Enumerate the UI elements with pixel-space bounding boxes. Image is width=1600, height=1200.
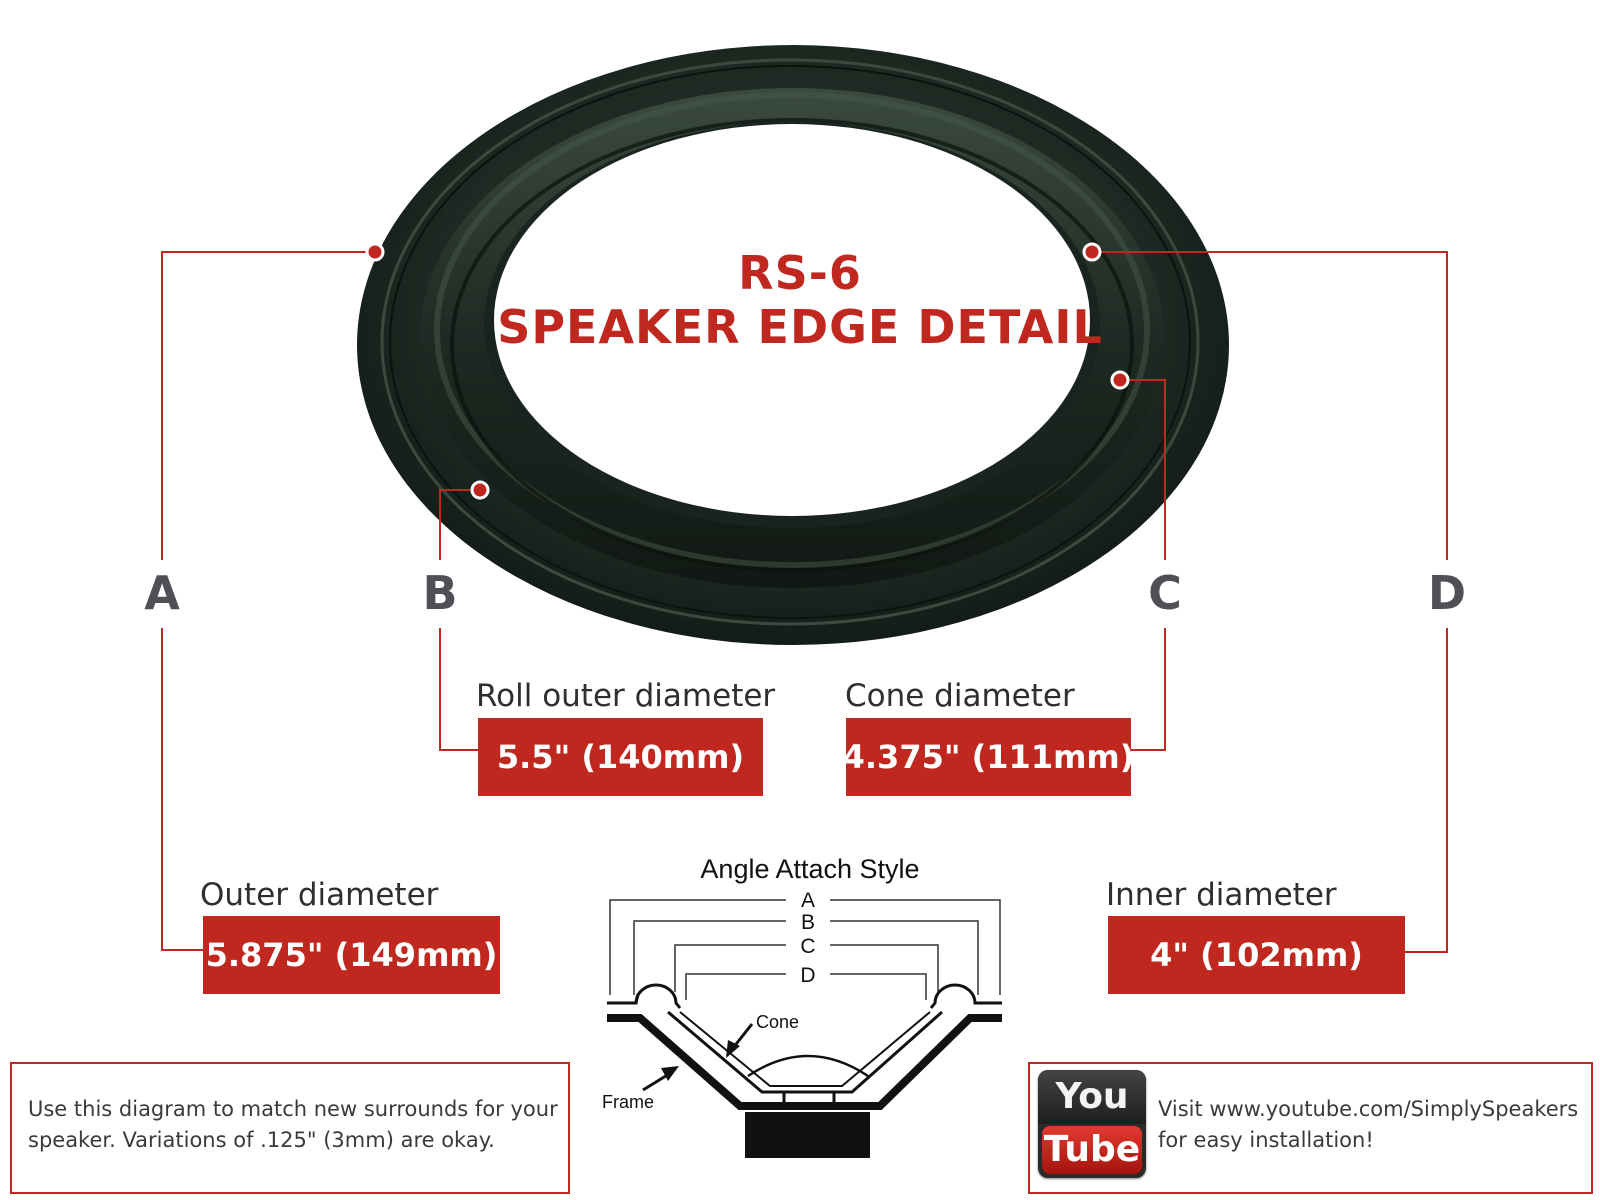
inner-diameter-value: 4" (102mm) xyxy=(1108,916,1405,994)
inner-diameter-label: Inner diameter xyxy=(1106,877,1337,913)
leader-line-d xyxy=(1092,251,1448,560)
frame-outline xyxy=(607,1014,1002,1110)
outer-diameter-label: Outer diameter xyxy=(200,877,439,913)
dimension-letter-d: D xyxy=(1427,566,1467,620)
marker-dot-c xyxy=(1110,370,1130,390)
marker-dot-d xyxy=(1082,242,1102,262)
outer-diameter-value: 5.875" (149mm) xyxy=(203,916,500,994)
surround-step xyxy=(380,58,1200,626)
leader-line-c xyxy=(1120,379,1166,560)
dim-bracket-d xyxy=(685,973,786,1000)
frame-callout: Frame xyxy=(602,1092,654,1112)
surround-center-hole xyxy=(494,124,1090,516)
marker-dot-b xyxy=(470,480,490,500)
cone-diameter-value: 4.375" (111mm) xyxy=(843,718,1134,796)
cone-outline xyxy=(667,1010,943,1094)
page-title: SPEAKER EDGE DETAIL xyxy=(497,300,1103,354)
roll-outer-diameter-value: 5.5" (140mm) xyxy=(478,718,763,796)
usage-note-line-2: speaker. Variations of .125" (3mm) are o… xyxy=(28,1128,495,1152)
youtube-promo-line-1[interactable]: Visit www.youtube.com/SimplySpeakers xyxy=(1158,1097,1579,1121)
dimension-letter-b: B xyxy=(422,566,458,620)
model-title: RS-6 xyxy=(738,246,862,300)
dust-cap xyxy=(747,1054,869,1078)
leader-line-a xyxy=(161,251,375,560)
dim-letter-b: B xyxy=(801,911,815,934)
youtube-logo-you: You xyxy=(1038,1070,1146,1124)
angle-attach-diagram: A B C D Cone Frame xyxy=(602,889,1002,1158)
dim-letter-c: C xyxy=(800,935,815,958)
dim-letter-d: D xyxy=(800,964,815,987)
dim-bracket-b xyxy=(633,920,786,995)
roll-outer-diameter-label: Roll outer diameter xyxy=(476,678,776,714)
usage-note-line-1: Use this diagram to match new surrounds … xyxy=(28,1097,558,1121)
cone-diameter-label: Cone diameter xyxy=(845,678,1075,714)
magnet-block xyxy=(745,1112,870,1158)
cone-callout: Cone xyxy=(756,1012,799,1032)
leader-line-b xyxy=(439,489,480,560)
dimension-letter-c: C xyxy=(1148,566,1182,620)
usage-note: Use this diagram to match new surrounds … xyxy=(10,1062,570,1194)
youtube-logo[interactable]: You Tube xyxy=(1038,1070,1146,1178)
dim-bracket-c xyxy=(674,944,786,992)
dimension-letter-a: A xyxy=(144,566,180,620)
dim-bracket-a xyxy=(609,899,786,995)
youtube-logo-tube: Tube xyxy=(1042,1126,1142,1174)
youtube-promo-line-2: for easy installation! xyxy=(1158,1128,1374,1152)
dim-letter-a: A xyxy=(801,889,815,912)
marker-dot-a xyxy=(365,242,385,262)
diagram-title: Angle Attach Style xyxy=(700,854,920,884)
